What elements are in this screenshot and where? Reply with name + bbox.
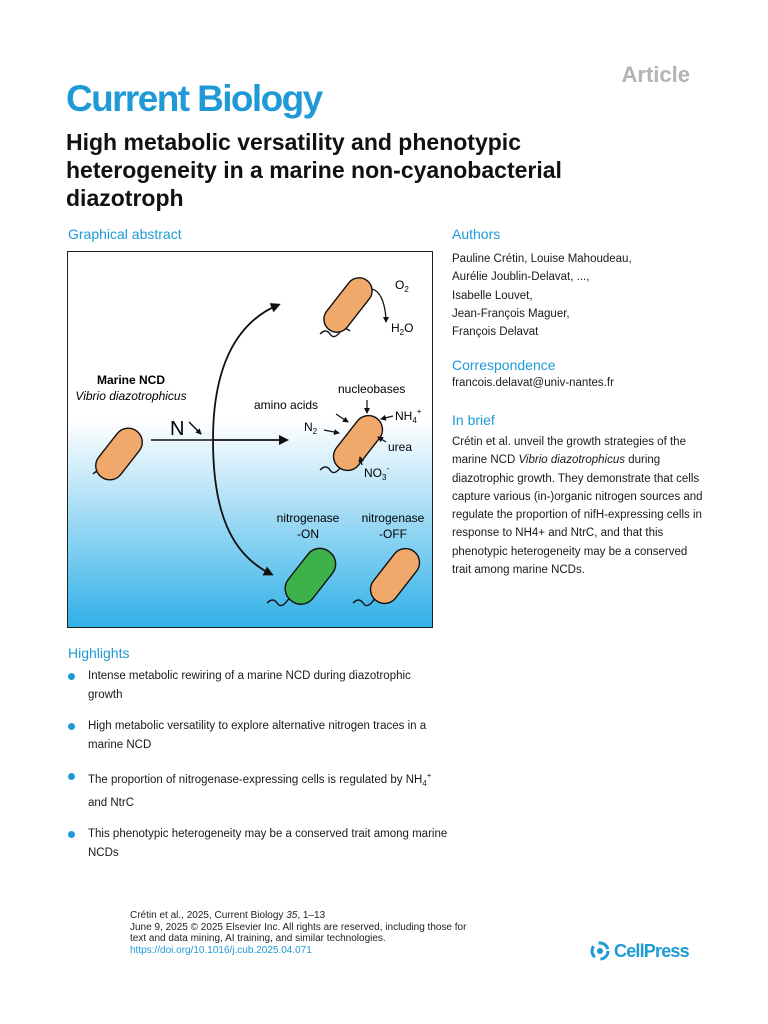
no3-arrow bbox=[358, 456, 365, 466]
author-line: Pauline Crétin, Louise Mahoudeau, bbox=[452, 253, 632, 265]
bacterium-nitrogenase-off bbox=[352, 547, 421, 607]
organism-title: Marine NCD bbox=[97, 373, 165, 387]
nitrogenase-off-label-line2: -OFF bbox=[379, 527, 407, 541]
amino-acids-label: amino acids bbox=[254, 398, 318, 412]
cell-body-green bbox=[284, 547, 337, 605]
graphical-abstract-figure: Marine NCD Vibrio diazotrophicus N O2 H2… bbox=[67, 251, 433, 628]
bacterium-middle-uptake bbox=[319, 414, 384, 474]
bullet-dot-icon bbox=[68, 673, 75, 680]
nitrogenase-off-label-line1: nitrogenase bbox=[362, 511, 425, 525]
citation-pages: , 1–13 bbox=[297, 910, 326, 921]
cellpress-logo[interactable]: CellPress bbox=[589, 940, 690, 962]
bullet-dot-icon bbox=[68, 723, 75, 730]
n-decrease-arrow bbox=[188, 421, 202, 435]
h2o-label: H2O bbox=[391, 321, 413, 337]
paper-title: High metabolic versatility and phenotypi… bbox=[66, 128, 686, 212]
highlight-text: This phenotypic heterogeneity may be a c… bbox=[88, 828, 448, 859]
correspondence-email-link[interactable]: francois.delavat@univ-nantes.fr bbox=[452, 377, 614, 389]
in-brief-text: Crétin et al. unveil the growth strategi… bbox=[452, 433, 707, 579]
highlights-heading: Highlights bbox=[68, 645, 130, 661]
title-line: heterogeneity in a marine non-cyanobacte… bbox=[66, 157, 562, 183]
nucleobases-label: nucleobases bbox=[338, 382, 405, 396]
citation-line: Crétin et al., 2025, Current Biology 35,… bbox=[130, 910, 466, 922]
highlight-text: Intense metabolic rewiring of a marine N… bbox=[88, 670, 411, 701]
author-line: Aurélie Joublin-Delavat, ..., bbox=[452, 271, 590, 284]
branch-arrow-down bbox=[212, 439, 274, 576]
cell-body bbox=[369, 547, 421, 605]
nh4-label: NH4+ bbox=[395, 407, 422, 425]
title-line: High metabolic versatility and phenotypi… bbox=[66, 129, 521, 155]
o2-label: O2 bbox=[395, 278, 409, 294]
nitrogenase-on-label-line1: nitrogenase bbox=[277, 511, 340, 525]
amino-acids-arrow bbox=[335, 413, 349, 423]
nh4-arrow bbox=[380, 414, 394, 421]
article-type-label: Article bbox=[621, 62, 690, 87]
in-brief-text-end: during diazotrophic growth. They demonst… bbox=[452, 454, 703, 577]
authors-list: Pauline Crétin, Louise Mahoudeau, Auréli… bbox=[452, 250, 632, 341]
highlight-subscript: 4 bbox=[422, 779, 427, 789]
highlight-item: High metabolic versatility to explore al… bbox=[68, 717, 448, 754]
nitrogenase-on-label-line2: -ON bbox=[297, 527, 319, 541]
bullet-dot-icon bbox=[68, 831, 75, 839]
highlight-text-end: and NtrC bbox=[88, 796, 135, 809]
urea-arrow bbox=[377, 436, 387, 443]
journal-title[interactable]: Current Biology bbox=[66, 78, 323, 119]
cell-body bbox=[95, 427, 143, 481]
branch-arrow-up bbox=[212, 303, 281, 441]
copyright-line: June 9, 2025 © 2025 Elsevier Inc. All ri… bbox=[130, 921, 467, 933]
no3-label: NO3- bbox=[364, 464, 389, 482]
highlight-text: High metabolic versatility to explore al… bbox=[88, 720, 427, 751]
highlight-text-start: The proportion of nitrogenase-expressing… bbox=[88, 773, 423, 786]
doi-link[interactable]: https://doi.org/10.1016/j.cub.2025.04.07… bbox=[130, 944, 312, 956]
citation-text: Crétin et al., 2025, Current Biology bbox=[130, 910, 287, 921]
in-brief-species: Vibrio diazotrophicus bbox=[518, 454, 626, 467]
highlights-list: Intense metabolic rewiring of a marine N… bbox=[68, 667, 448, 875]
highlight-item: This phenotypic heterogeneity may be a c… bbox=[68, 825, 448, 862]
author-line: Isabelle Louvet, bbox=[452, 289, 533, 302]
highlight-item: Intense metabolic rewiring of a marine N… bbox=[68, 667, 448, 704]
organism-species: Vibrio diazotrophicus bbox=[75, 389, 186, 403]
copyright-line: text and data mining, AI training, and s… bbox=[130, 933, 386, 945]
graphical-abstract-heading: Graphical abstract bbox=[68, 226, 182, 242]
bullet-dot-icon bbox=[68, 773, 75, 780]
author-line: François Delavat bbox=[452, 326, 539, 339]
cellpress-wordmark: CellPress bbox=[614, 940, 690, 961]
bacterium-nitrogenase-on bbox=[266, 547, 337, 607]
n-source-label: N bbox=[170, 418, 184, 440]
correspondence-heading: Correspondence bbox=[452, 357, 556, 373]
cell-body bbox=[332, 414, 384, 472]
in-brief-heading: In brief bbox=[452, 412, 495, 428]
citation-footer: Crétin et al., 2025, Current Biology 35,… bbox=[130, 910, 466, 956]
author-line: Jean-François Maguer, bbox=[452, 307, 570, 320]
cellpress-logo-icon bbox=[590, 941, 610, 961]
bacterium-left bbox=[92, 427, 143, 481]
in-brief-text-start: Crétin et al. unveil the growth strategi… bbox=[452, 436, 686, 467]
title-line: diazotroph bbox=[66, 185, 184, 211]
bacterium-top-respiration bbox=[319, 277, 373, 338]
urea-label: urea bbox=[388, 440, 412, 454]
n2-label: N2 bbox=[304, 420, 318, 436]
highlight-superscript: + bbox=[426, 771, 432, 780]
o2-to-h2o-arrow bbox=[371, 288, 389, 323]
highlight-item: The proportion of nitrogenase-expressing… bbox=[68, 767, 448, 812]
cell-body bbox=[323, 277, 373, 333]
graphical-abstract-svg: Marine NCD Vibrio diazotrophicus N O2 H2… bbox=[68, 252, 432, 627]
citation-volume: 35 bbox=[286, 910, 298, 921]
authors-heading: Authors bbox=[452, 226, 501, 242]
n2-arrow bbox=[323, 429, 340, 435]
